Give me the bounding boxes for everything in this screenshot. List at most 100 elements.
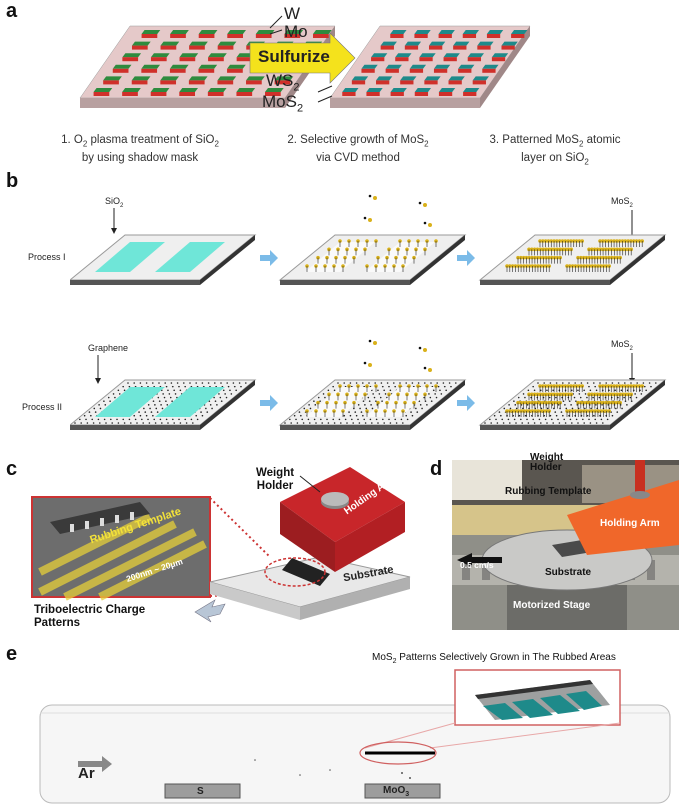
pad-top <box>448 76 465 81</box>
pad-side <box>453 45 467 50</box>
pad-top <box>208 53 227 58</box>
weight-label-d: Weight <box>530 452 564 463</box>
triboelectric-stripes <box>38 513 207 601</box>
pad-top <box>390 88 407 92</box>
pad-top <box>150 88 170 92</box>
quartz-tube <box>39 704 671 804</box>
pad-side <box>458 68 472 73</box>
pad-side <box>409 68 424 73</box>
pad-side <box>284 34 301 38</box>
sulfur-boat <box>164 783 241 799</box>
process-slab <box>70 234 257 285</box>
holder-label-d: Holder <box>530 462 562 473</box>
pad-top <box>160 76 180 81</box>
pad-top <box>438 88 456 92</box>
pad-top <box>491 53 509 58</box>
pad-side <box>376 80 390 85</box>
process-slab <box>478 379 667 430</box>
pad-top <box>477 41 494 46</box>
pad-top <box>390 30 407 34</box>
pad-side <box>351 80 366 85</box>
pad-side <box>122 92 138 96</box>
pad-top <box>284 30 304 34</box>
panel-e-letter: e <box>6 643 18 665</box>
pad-side <box>385 68 399 73</box>
pad-side <box>169 68 186 73</box>
pad-top <box>361 64 378 69</box>
panel-a-illustration <box>79 15 531 108</box>
pad-top <box>482 64 499 69</box>
pad-side <box>438 92 453 96</box>
panel-c-letter: c <box>6 458 18 480</box>
pad-side <box>390 92 404 96</box>
pad-top <box>419 53 436 58</box>
pad-top <box>366 88 383 92</box>
pad-top <box>313 30 332 34</box>
label-ws2: WS2 <box>266 71 300 94</box>
pad-side <box>217 80 234 85</box>
pad-side <box>433 68 448 73</box>
pad-top <box>112 64 132 69</box>
panel-b-letter: b <box>6 170 19 192</box>
pad-top <box>265 88 284 92</box>
pad-top <box>342 88 359 92</box>
pad-top <box>189 41 208 46</box>
pad-top <box>376 76 393 81</box>
pad-side <box>380 45 394 50</box>
pad-side <box>246 80 262 85</box>
pad-top <box>198 30 218 34</box>
pad-side <box>227 68 243 73</box>
substrate-label-d: Substrate <box>545 567 592 578</box>
contact-ellipse <box>264 557 326 587</box>
panel-b-illustration <box>70 194 667 430</box>
panel-a-letter: a <box>6 0 18 22</box>
pad-top <box>141 30 161 34</box>
zoom-line-top <box>209 497 271 558</box>
pad-side <box>491 57 506 62</box>
pad-top <box>400 76 417 81</box>
pad-side <box>160 80 177 85</box>
pad-side <box>141 34 158 38</box>
pad-top <box>414 88 432 92</box>
pad-top <box>236 88 256 92</box>
pad-top <box>351 76 369 81</box>
pad-top <box>424 76 441 81</box>
ar-label: Ar <box>78 765 95 782</box>
pad-top <box>169 64 189 69</box>
panel-c-illustration <box>31 467 411 623</box>
pad-top <box>170 30 189 34</box>
label-w: W <box>284 4 301 23</box>
pad-top <box>131 41 151 46</box>
motorized-stage-label: Motorized Stage <box>513 600 591 611</box>
pad-top <box>274 76 294 81</box>
pad-side <box>477 45 491 50</box>
label-mo: Mo <box>284 22 308 41</box>
pad-top <box>227 30 246 34</box>
pad-side <box>274 80 291 85</box>
panel-d-scene <box>452 460 679 630</box>
pad-side <box>227 34 243 38</box>
pad-side <box>342 92 356 96</box>
pad-top <box>428 41 446 46</box>
pad-top <box>160 41 180 46</box>
pad-side <box>414 92 429 96</box>
pad-top <box>486 30 504 34</box>
pad-top <box>414 30 431 34</box>
moo3-boat <box>364 783 441 799</box>
pad-top <box>122 53 142 58</box>
pad-side <box>122 57 139 62</box>
right-substrate <box>329 25 531 108</box>
process-1-label: Process I <box>28 252 66 262</box>
pad-top <box>217 41 237 46</box>
pad-side <box>419 57 433 62</box>
pad-top <box>462 30 480 34</box>
pad-top <box>188 76 208 81</box>
pad-side <box>265 92 281 96</box>
process-arrows <box>260 250 475 411</box>
pad-side <box>428 45 443 50</box>
rubbing-template-label-d: Rubbing Template <box>505 486 592 497</box>
pad-side <box>313 34 329 38</box>
pad-side <box>141 68 158 73</box>
